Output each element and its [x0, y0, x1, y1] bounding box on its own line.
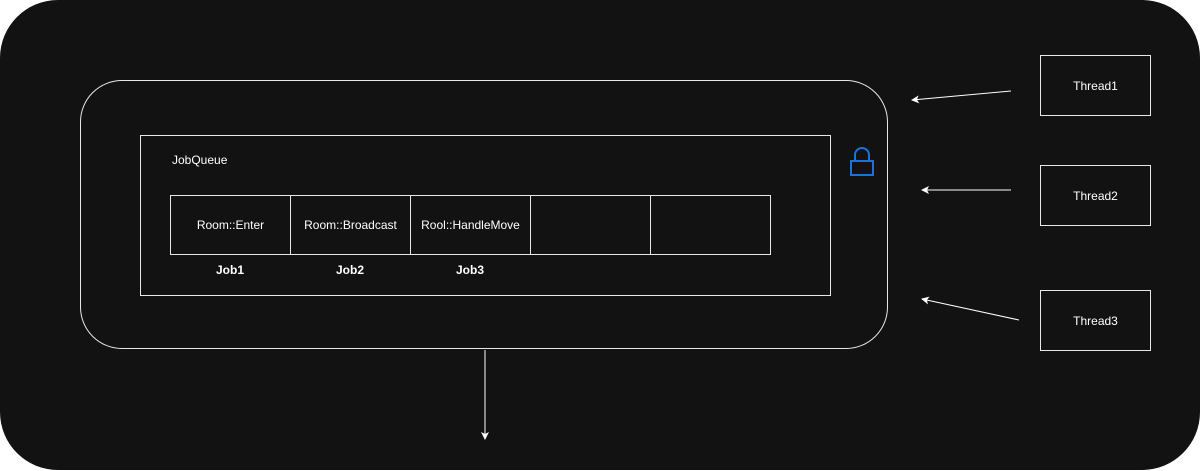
thread-box-2: Thread2 — [1040, 165, 1151, 226]
job-queue-box — [140, 135, 831, 296]
job-label-3: Job3 — [455, 263, 484, 277]
thread1-arrow — [911, 90, 1012, 104]
thread-box-3: Thread3 — [1040, 290, 1151, 351]
job-label-1: Job1 — [215, 263, 244, 277]
queue-slot-5 — [650, 195, 771, 255]
lock-scope-container — [80, 80, 888, 349]
job-queue-title: JobQueue — [172, 153, 228, 167]
lock-icon — [850, 147, 874, 176]
thread3-arrow — [921, 296, 1020, 321]
thread-box-1: Thread1 — [1040, 55, 1151, 116]
job-label-2: Job2 — [335, 263, 364, 277]
